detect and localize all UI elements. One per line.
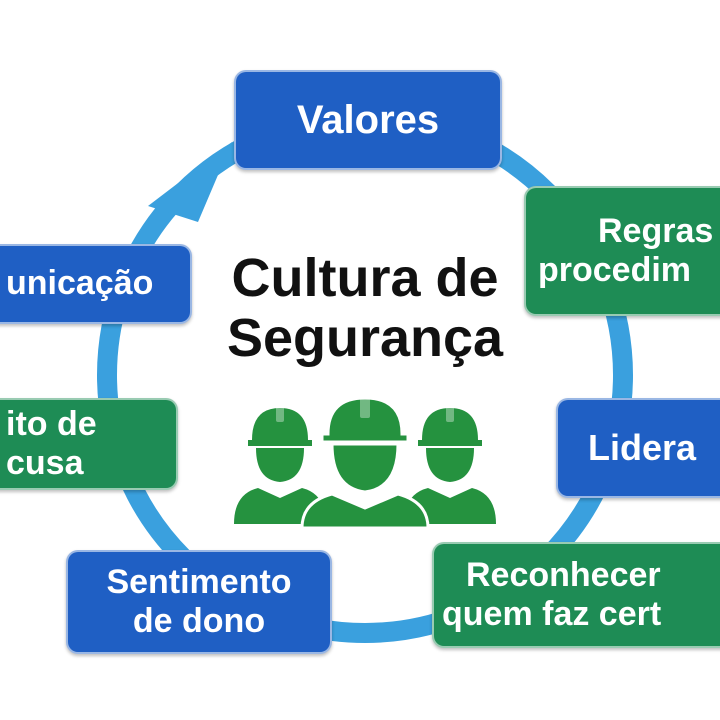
node-lideranca-label: Lidera — [588, 427, 697, 469]
worker-center-icon — [300, 398, 430, 530]
node-regras-line2: procedim — [538, 251, 692, 289]
node-cultura-sem-culpa: ito de cusa — [0, 398, 178, 490]
center-title-line1: Cultura de — [231, 248, 499, 308]
node-sentimento: Sentimento de dono — [66, 550, 332, 654]
center-title-line2: Segurança — [226, 308, 504, 369]
worker-right-icon — [404, 406, 496, 524]
center-title: Cultura de Segurança — [195, 248, 535, 369]
node-cultura-line1: ito de — [6, 404, 97, 443]
node-valores-label: Valores — [296, 98, 440, 142]
node-lideranca: Lidera — [556, 398, 720, 498]
node-reconhecer-line2: quem faz cert — [442, 595, 662, 633]
node-sentimento-line2: de dono — [132, 602, 266, 640]
node-reconhecer-line1: Reconhecer — [466, 555, 661, 594]
node-cultura-line2: cusa — [6, 444, 84, 482]
node-valores: Valores — [234, 70, 502, 170]
workers-icon — [234, 398, 496, 530]
arrow-icon — [148, 142, 232, 222]
node-reconhecer: Reconhecer quem faz cert — [432, 542, 720, 648]
node-regras-line1: Regras — [598, 211, 714, 250]
node-comunicacao: unicação — [0, 244, 192, 324]
node-comunicacao-label: unicação — [6, 264, 154, 303]
node-regras: Regras procedim — [524, 186, 720, 316]
node-sentimento-line1: Sentimento — [106, 562, 292, 601]
